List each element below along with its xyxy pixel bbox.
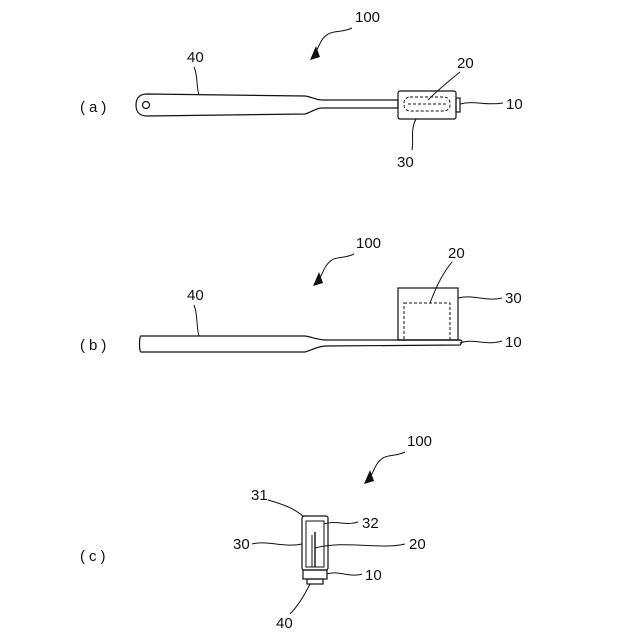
view-b-handle-outline	[140, 336, 462, 352]
view-c: (c) 100 31 32 30 20 10 40	[80, 433, 432, 632]
view-c-ref-assembly: 100	[407, 433, 432, 450]
view-a-cover	[398, 91, 456, 119]
view-b-leader-handle	[194, 305, 199, 336]
view-b-ref-cover: 30	[505, 290, 522, 307]
view-b-bristles-hidden	[404, 303, 450, 340]
view-c-handle	[307, 579, 323, 584]
view-c-label: (c)	[80, 548, 110, 565]
view-c-leader-cover-inner	[324, 522, 358, 524]
view-b-ref-bristle: 20	[448, 245, 465, 262]
view-a-leader-bristle	[428, 72, 460, 100]
view-a: (a) 100 40 20 10 30	[80, 9, 523, 171]
view-c-leader-handle	[290, 584, 310, 614]
view-b-ref-assembly: 100	[356, 235, 381, 252]
view-a-leader-head	[460, 103, 503, 104]
view-b-leader-cover	[458, 297, 502, 299]
view-b-label: (b)	[80, 337, 110, 354]
view-b-leader-assembly	[318, 254, 354, 280]
view-c-leader-assembly	[369, 452, 405, 478]
view-a-leader-assembly	[314, 28, 352, 54]
view-a-leader-handle	[194, 67, 199, 95]
view-a-label: (a)	[80, 99, 110, 116]
view-a-hanging-hole	[143, 102, 150, 109]
view-c-ref-cover: 30	[233, 536, 250, 553]
view-a-ref-cover: 30	[397, 154, 414, 171]
view-c-leader-cover-top	[268, 500, 304, 517]
view-c-leader-head	[327, 573, 362, 575]
view-c-ref-bristle: 20	[409, 536, 426, 553]
view-b-ref-head: 10	[505, 334, 522, 351]
view-c-ref-cover-inner: 32	[362, 515, 379, 532]
view-a-ref-head: 10	[506, 96, 523, 113]
view-b-cover	[398, 288, 458, 340]
view-b-ref-handle: 40	[187, 287, 204, 304]
view-a-leader-cover	[412, 119, 416, 150]
view-a-handle-outline	[136, 94, 398, 116]
view-c-ref-head: 10	[365, 567, 382, 584]
view-c-head	[303, 570, 327, 579]
view-a-ref-assembly: 100	[355, 9, 380, 26]
view-a-arrowhead-assembly	[310, 46, 320, 60]
view-b-leader-head	[460, 341, 502, 343]
view-c-ref-handle: 40	[276, 615, 293, 632]
view-b: (b) 100 40 20 30 10	[80, 235, 522, 354]
view-c-ref-cover-top: 31	[251, 487, 268, 504]
view-a-ref-handle: 40	[187, 49, 204, 66]
view-b-leader-bristle	[430, 262, 452, 303]
view-a-ref-bristle: 20	[457, 55, 474, 72]
view-c-leader-cover	[252, 543, 302, 545]
